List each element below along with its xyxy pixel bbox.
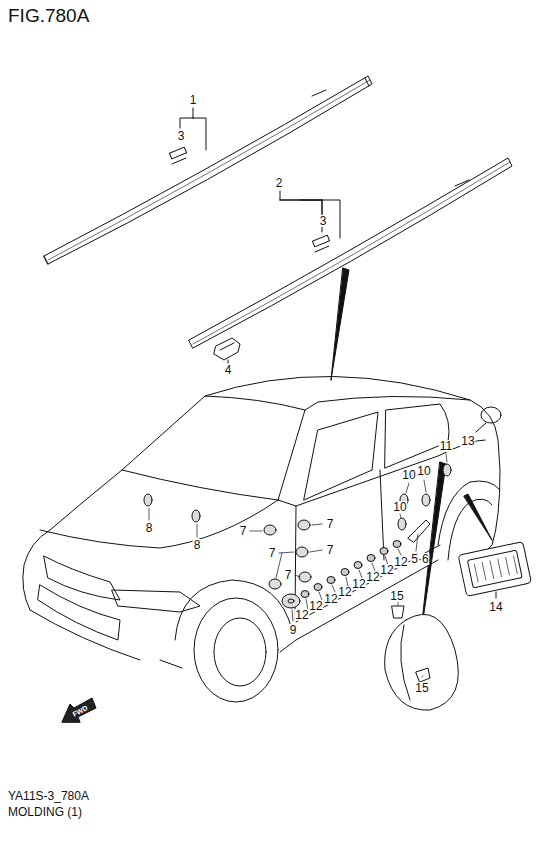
callout-number: 14	[488, 601, 503, 613]
callout-number: 3	[177, 130, 186, 142]
vent-grille	[458, 542, 531, 597]
pointer-wedge	[420, 462, 446, 640]
front-wheel	[194, 598, 278, 702]
callout-number: 8	[193, 539, 202, 551]
pointer-wedge	[331, 268, 349, 380]
figure-title: FIG.780A	[8, 6, 89, 25]
callout-number: 10	[392, 501, 407, 513]
molding-piece	[408, 520, 430, 542]
callout-number: 15	[389, 590, 404, 602]
callout-number: 12	[351, 578, 366, 590]
grommets	[144, 464, 451, 608]
callout-number: 4	[224, 364, 233, 376]
callout-number: 10	[401, 469, 416, 481]
callout-number: 9	[289, 624, 298, 636]
fwd-arrow	[62, 698, 96, 722]
callout-number: 2	[275, 177, 284, 189]
callout-number: 7	[239, 525, 248, 537]
callout-number: 12	[393, 556, 408, 568]
wheel-arch	[175, 580, 292, 640]
callout-number: 5·6	[410, 553, 429, 565]
callout-number: 10	[416, 465, 431, 477]
callout-number: 12	[294, 609, 309, 621]
callout-number: 12	[365, 571, 380, 583]
callout-number: 1	[189, 94, 198, 106]
callout-number: 12	[323, 593, 338, 605]
callout-number: 13	[460, 435, 475, 447]
callout-number: 7	[326, 544, 335, 556]
callout-number: 7	[268, 547, 277, 559]
figure-caption: MOLDING (1)	[8, 806, 82, 818]
callout-number: 11	[439, 440, 453, 452]
callout-number: 7	[326, 518, 335, 530]
callout-number: 7	[284, 569, 293, 581]
callout-number: 12	[308, 600, 323, 612]
diagram-code: YA11S-3_780A	[8, 790, 89, 802]
fuel-lid	[481, 407, 501, 423]
callout-number: 15	[414, 682, 429, 694]
wheel-liner	[385, 614, 459, 710]
roof-rail	[189, 158, 512, 348]
roof-rail	[44, 76, 372, 264]
rail-clip	[214, 338, 240, 360]
car-body	[23, 376, 500, 610]
callout-number: 3	[319, 215, 328, 227]
callout-number: 12	[337, 586, 352, 598]
callout-number: 8	[145, 522, 154, 534]
clips	[301, 541, 401, 598]
callout-number: 12	[379, 564, 394, 576]
